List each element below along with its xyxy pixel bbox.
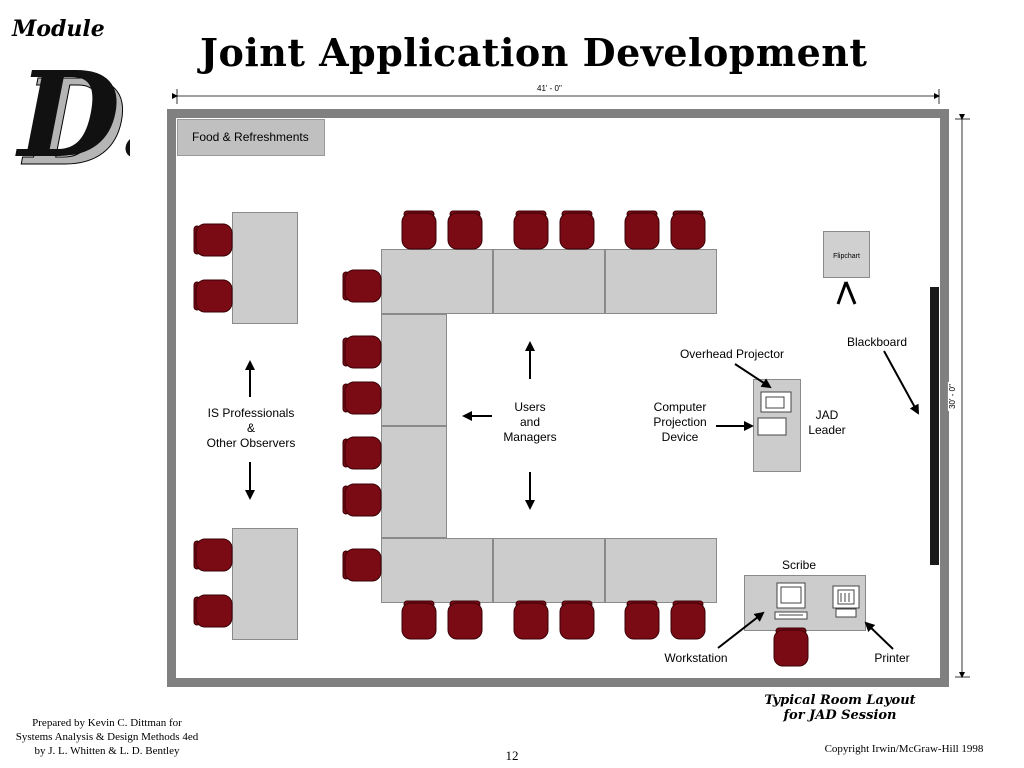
logo-d-shadow: D. — [21, 53, 130, 180]
flipchart-label: Flipchart — [833, 253, 860, 260]
users-managers-label: Users and Managers — [503, 400, 557, 444]
arrow-overhead-projector — [734, 363, 772, 389]
chair-top-3 — [513, 210, 549, 250]
footer-credits: Prepared by Kevin C. Dittman for Systems… — [15, 717, 199, 757]
u-table-bottom-3 — [605, 538, 717, 603]
chair-top-4 — [559, 210, 595, 250]
overhead-projector-device — [760, 391, 792, 413]
logo-d-main: D. — [15, 45, 130, 180]
chair-observer-4 — [193, 594, 233, 628]
chair-bottom-6 — [670, 600, 706, 640]
chair-bottom-2 — [447, 600, 483, 640]
arrow-workstation — [717, 611, 765, 649]
u-table-bottom-2 — [493, 538, 605, 603]
u-table-top-3 — [605, 249, 717, 314]
observer-table-bottom — [232, 528, 298, 640]
chair-top-6 — [670, 210, 706, 250]
chair-bottom-1 — [401, 600, 437, 640]
width-dimension — [172, 89, 940, 104]
observer-table-top — [232, 212, 298, 324]
diagram-caption: Typical Room Layout for JAD Session — [764, 693, 916, 723]
chair-observer-1 — [193, 223, 233, 257]
scribe-label: Scribe — [781, 558, 816, 572]
chair-top-2 — [447, 210, 483, 250]
chair-left-1 — [342, 269, 382, 303]
u-table-top-1 — [381, 249, 493, 314]
chair-left-4 — [342, 436, 382, 470]
arrow-printer — [864, 621, 894, 650]
food-refreshments-area: Food & Refreshments — [177, 119, 325, 156]
u-table-left-1 — [381, 314, 447, 426]
chairs-group — [193, 210, 809, 667]
u-table-left-2 — [381, 426, 447, 538]
chair-top-5 — [624, 210, 660, 250]
chair-left-5 — [342, 483, 382, 517]
page-number: 12 — [505, 748, 519, 763]
chair-bottom-5 — [624, 600, 660, 640]
chair-scribe — [773, 627, 809, 667]
chair-observer-3 — [193, 538, 233, 572]
copyright: Copyright Irwin/McGraw-Hill 1998 — [824, 743, 984, 755]
workstation-computer — [774, 582, 808, 620]
u-table-top-2 — [493, 249, 605, 314]
chair-left-2 — [342, 335, 382, 369]
chair-observer-2 — [193, 279, 233, 313]
jad-leader-label: JAD Leader — [808, 408, 846, 437]
is-professionals-label: IS Professionals & Other Observers — [206, 406, 296, 450]
page-title: Joint Application Development — [200, 30, 868, 75]
blackboard-label: Blackboard — [846, 335, 908, 349]
flipchart — [823, 231, 870, 278]
chair-bottom-3 — [513, 600, 549, 640]
computer-projection-device-box — [757, 417, 787, 436]
arrow-blackboard — [883, 350, 919, 415]
blackboard — [930, 287, 939, 565]
flipchart-legs — [836, 281, 857, 305]
printer-label: Printer — [874, 651, 910, 665]
printer-device — [832, 585, 860, 618]
logo-module-text: Module — [12, 16, 105, 42]
overhead-projector-label: Overhead Projector — [679, 347, 785, 361]
computer-projection-label: Computer Projection Device — [653, 400, 707, 444]
chair-left-3 — [342, 381, 382, 415]
chair-top-1 — [401, 210, 437, 250]
chair-bottom-4 — [559, 600, 595, 640]
height-dimension — [955, 114, 970, 678]
logo-d-letter: D. D. — [15, 45, 130, 180]
height-dimension-label: 30' - 0" — [947, 382, 957, 411]
width-dimension-label: 41' - 0" — [535, 84, 564, 93]
workstation-label: Workstation — [664, 651, 728, 665]
chair-left-6 — [342, 548, 382, 582]
